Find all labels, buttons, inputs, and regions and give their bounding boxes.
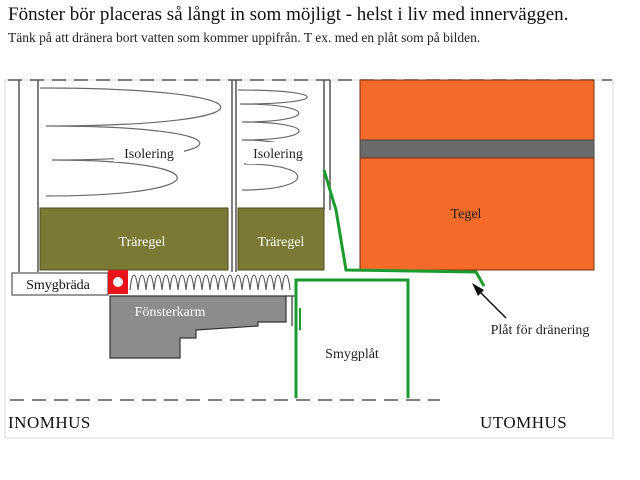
window-frame [109,295,287,359]
brick-top [359,79,595,141]
foam-seal [129,274,291,291]
smygplat-label: Smygplåt [325,347,379,362]
utomhus-label: UTOMHUS [480,413,568,432]
diagram-subtitle: Tänk på att dränera bort vatten som komm… [8,30,481,45]
timber-stud-right [237,207,325,271]
isolering-left-bg [114,142,184,162]
drainage-plate [322,169,486,287]
diagram-title: Fönster bör placeras så långt in som möj… [8,4,569,25]
fonsterkarm-label: Fönsterkarm [135,305,206,320]
brick-bottom [359,157,595,271]
isolering-right-bg [246,142,310,164]
isolering-right-label: Isolering [253,147,303,162]
diagram-border [4,79,614,439]
annotation-arrow-head [472,283,484,296]
traregel-left-label-bg [109,228,175,250]
traregel-left-label: Träregel [119,235,166,250]
isolering-left-label: Isolering [124,147,174,162]
traregel-right-label: Träregel [258,235,305,250]
inomhus-label: INOMHUS [8,413,91,432]
smygbrada-label: Smygbräda [26,278,91,293]
smygplat-flashing [294,278,410,398]
insulation-squiggle-left [39,87,222,197]
tegel-label: Tegel [451,207,482,222]
mortar-joint [359,139,595,159]
seal-hole [113,277,123,287]
plat-dranering-label: Plåt för dränering [491,323,590,338]
insulation-squiggle-right [237,89,308,191]
